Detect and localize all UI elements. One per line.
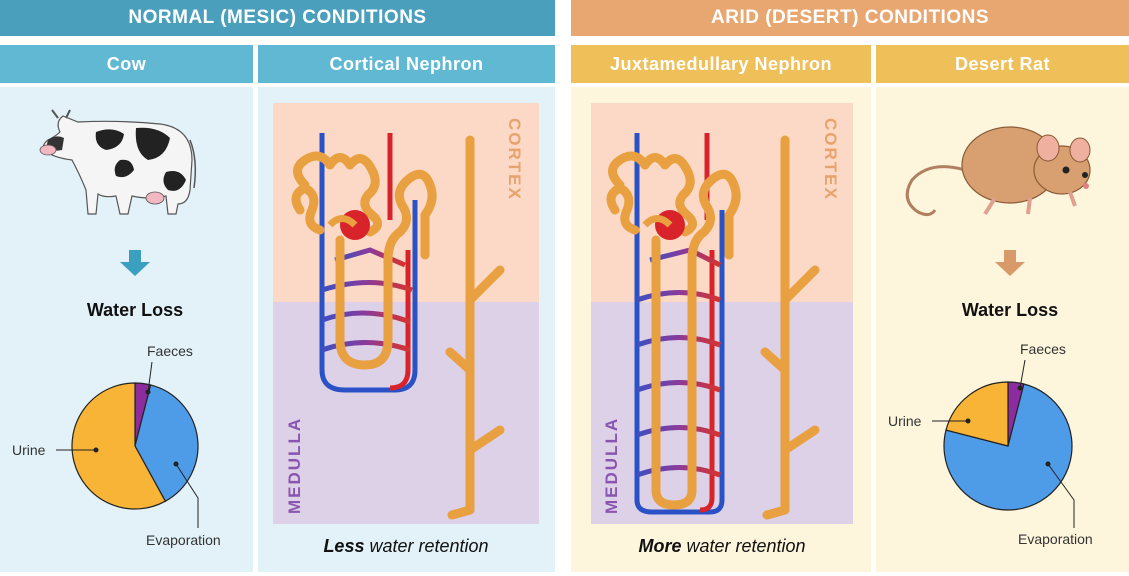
desert-rat-illustration xyxy=(905,126,1091,217)
juxta-caption-rest: water retention xyxy=(681,536,805,556)
rat-pie-slice-evaporation xyxy=(943,383,1073,511)
cortical-caption-bold: Less xyxy=(323,536,364,556)
cortical-medulla-label: MEDULLA xyxy=(285,417,304,514)
cow-evaporation-label: Evaporation xyxy=(146,532,221,548)
rat-water-loss-title: Water Loss xyxy=(962,300,1058,320)
rat-evaporation-label: Evaporation xyxy=(1018,531,1093,547)
cortical-cortex-label: CORTEX xyxy=(505,118,524,201)
rat-faeces-label: Faeces xyxy=(1020,341,1066,357)
cortical-caption: Less water retention xyxy=(323,536,488,556)
juxta-caption-bold: More xyxy=(638,536,681,556)
rat-down-arrow xyxy=(995,250,1025,276)
cortical-nephron-header: Cortical Nephron xyxy=(258,45,555,83)
rat-pie-chart xyxy=(943,381,1073,511)
juxta-cortex-label: CORTEX xyxy=(821,118,840,201)
cow-pie-slice-urine xyxy=(71,382,167,510)
cow-header: Cow xyxy=(0,45,253,83)
rat-urine-label: Urine xyxy=(888,413,922,429)
cortical-caption-rest: water retention xyxy=(364,536,488,556)
cow-water-loss-title: Water Loss xyxy=(87,300,183,320)
juxtamedullary-nephron-diagram: CORTEX MEDULLA xyxy=(591,103,853,524)
normal-conditions-header: NORMAL (MESIC) CONDITIONS xyxy=(0,0,555,36)
cortical-nephron-diagram: CORTEX MEDULLA xyxy=(273,103,539,524)
juxta-caption: More water retention xyxy=(638,536,805,556)
juxtamedullary-nephron-header: Juxtamedullary Nephron xyxy=(571,45,871,83)
cow-faeces-label: Faeces xyxy=(147,343,193,359)
cow-urine-label: Urine xyxy=(12,442,46,458)
cow-pie-chart xyxy=(71,382,199,510)
cow-illustration xyxy=(39,109,197,215)
cow-down-arrow xyxy=(120,250,150,276)
cow-pie-slice-evaporation xyxy=(134,384,199,503)
juxta-medulla-label: MEDULLA xyxy=(602,417,621,514)
rat-pie-slice-urine xyxy=(945,381,1009,447)
arid-conditions-header: ARID (DESERT) CONDITIONS xyxy=(571,0,1129,36)
desert-rat-header: Desert Rat xyxy=(876,45,1129,83)
